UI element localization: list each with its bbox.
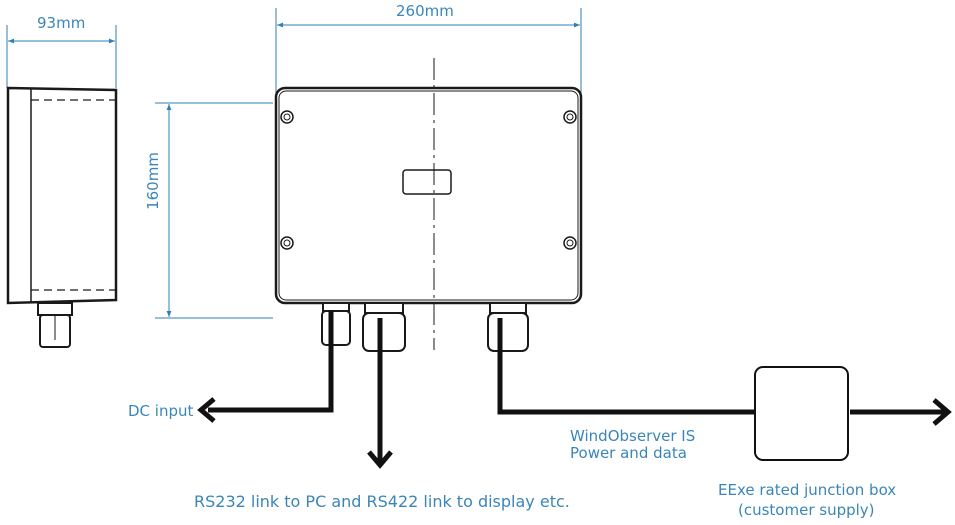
output-arrow <box>932 398 952 426</box>
front-view <box>274 58 583 350</box>
dc-input-arrow <box>197 397 216 423</box>
cable-gland-windobserver <box>487 302 529 352</box>
rs-link-label: RS232 link to PC and RS422 link to displ… <box>194 492 570 511</box>
width-dimension-label: 260mm <box>396 2 454 20</box>
dimension-160mm <box>155 102 273 319</box>
dc-input-label: DC input <box>128 402 194 420</box>
rs-arrow <box>367 450 393 469</box>
depth-dimension-label: 93mm <box>37 14 86 32</box>
cable-gland-rs <box>362 302 406 352</box>
dimension-260mm <box>275 8 582 98</box>
junction-box <box>754 366 849 461</box>
windobserver-label-line2: Power and data <box>570 444 687 462</box>
junction-box-label-line1: EExe rated junction box <box>718 481 897 499</box>
height-dimension-label: 160mm <box>143 152 162 210</box>
dc-input-cable <box>208 310 334 413</box>
windobserver-cable <box>497 318 755 415</box>
cable-gland-dc <box>321 302 351 346</box>
dimension-93mm <box>6 25 117 88</box>
windobserver-label-line1: WindObserver IS <box>570 427 696 445</box>
cables <box>197 310 952 469</box>
side-view <box>6 86 118 348</box>
junction-box-label-line2: (customer supply) <box>738 501 875 519</box>
